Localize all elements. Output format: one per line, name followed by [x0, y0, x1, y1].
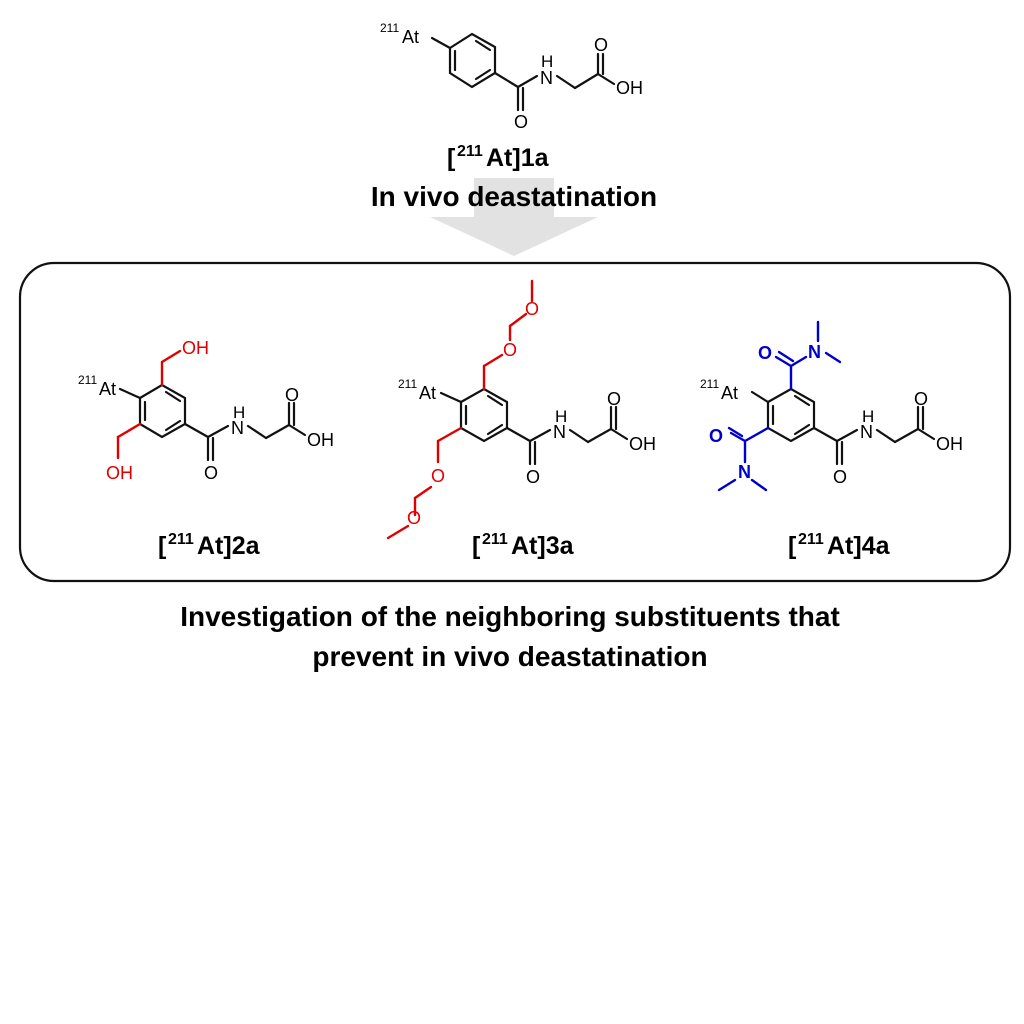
compound-3a [439, 387, 629, 466]
atom-oh: OH [616, 78, 643, 98]
compound-1a-label-open: [ [447, 144, 456, 172]
atom-o-carbonyl: O [514, 112, 528, 132]
atom-h: H [862, 407, 874, 426]
atom-o-acid: O [914, 389, 928, 409]
atom-o-acid: O [285, 385, 299, 405]
atom-o-acid: O [607, 389, 621, 409]
substituent-oh-top: OH [182, 338, 209, 358]
atom-oh: OH [307, 430, 334, 450]
compound-4a [750, 387, 936, 466]
atom-at: At [419, 383, 436, 403]
atom-o-carbonyl: O [833, 467, 847, 487]
isotope-211: 211 [700, 377, 719, 391]
atom-h: H [233, 403, 245, 422]
compound-2a-substituents [116, 349, 182, 460]
substituent-o-2: O [525, 299, 539, 319]
atom-oh: OH [936, 434, 963, 454]
atom-n: N [553, 422, 566, 442]
compound-2a-label: At]2a [197, 532, 261, 560]
compound-4a-atoms: 211 At O N O N H N O O OH [700, 342, 963, 487]
compound-2a-label-open: [ [158, 532, 167, 560]
atom-oh: OH [629, 434, 656, 454]
compound-4a-label-open: [ [788, 532, 797, 560]
compound-3a-label-open: [ [472, 532, 481, 560]
substituent-o-top: O [758, 343, 772, 363]
atom-o-carbonyl: O [204, 463, 218, 483]
isotope-211: 211 [398, 377, 417, 391]
compound-4a-label: At]4a [827, 532, 891, 560]
substituent-o-4: O [407, 508, 421, 528]
compound-1a-label: At]1a [486, 144, 550, 172]
compound-1a-label-isotope: 211 [457, 143, 483, 160]
atom-o-acid: O [594, 35, 608, 55]
compound-4a-label-isotope: 211 [798, 531, 824, 548]
caption-line-2: prevent in vivo deastatination [312, 641, 707, 672]
down-arrow [430, 178, 598, 256]
compound-3a-label-isotope: 211 [482, 531, 508, 548]
compound-2a-atoms: 211 At OH OH H N O O OH [78, 338, 334, 483]
substituent-n-bottom: N [738, 462, 751, 482]
compound-3a-substituents [386, 279, 534, 540]
atom-n: N [860, 422, 873, 442]
compound-1a-atoms: 211 At H N O O OH [380, 21, 643, 132]
caption-line-1: Investigation of the neighboring substit… [180, 601, 840, 632]
compound-frame [18, 261, 1012, 583]
atom-at: At [99, 379, 116, 399]
compound-3a-atoms: 211 At O O O O H N O O OH [398, 299, 656, 528]
substituent-n-top: N [808, 342, 821, 362]
substituent-o-bottom: O [709, 426, 723, 446]
substituent-oh-bottom: OH [106, 463, 133, 483]
compound-2a-label-isotope: 211 [168, 531, 194, 548]
isotope-211: 211 [380, 21, 399, 35]
atom-o-carbonyl: O [526, 467, 540, 487]
atom-n: N [231, 418, 244, 438]
compound-1a [430, 32, 616, 112]
compound-2a [118, 383, 307, 462]
heading-deastatination: In vivo deastatination [371, 181, 657, 212]
compound-4a-substituents [717, 320, 842, 492]
compound-3a-label: At]3a [511, 532, 575, 560]
atom-h: H [541, 52, 553, 71]
atom-n: N [540, 68, 553, 88]
substituent-o-3: O [431, 466, 445, 486]
atom-at: At [721, 383, 738, 403]
atom-h: H [555, 407, 567, 426]
atom-at: At [402, 27, 419, 47]
isotope-211: 211 [78, 373, 97, 387]
substituent-o-1: O [503, 340, 517, 360]
